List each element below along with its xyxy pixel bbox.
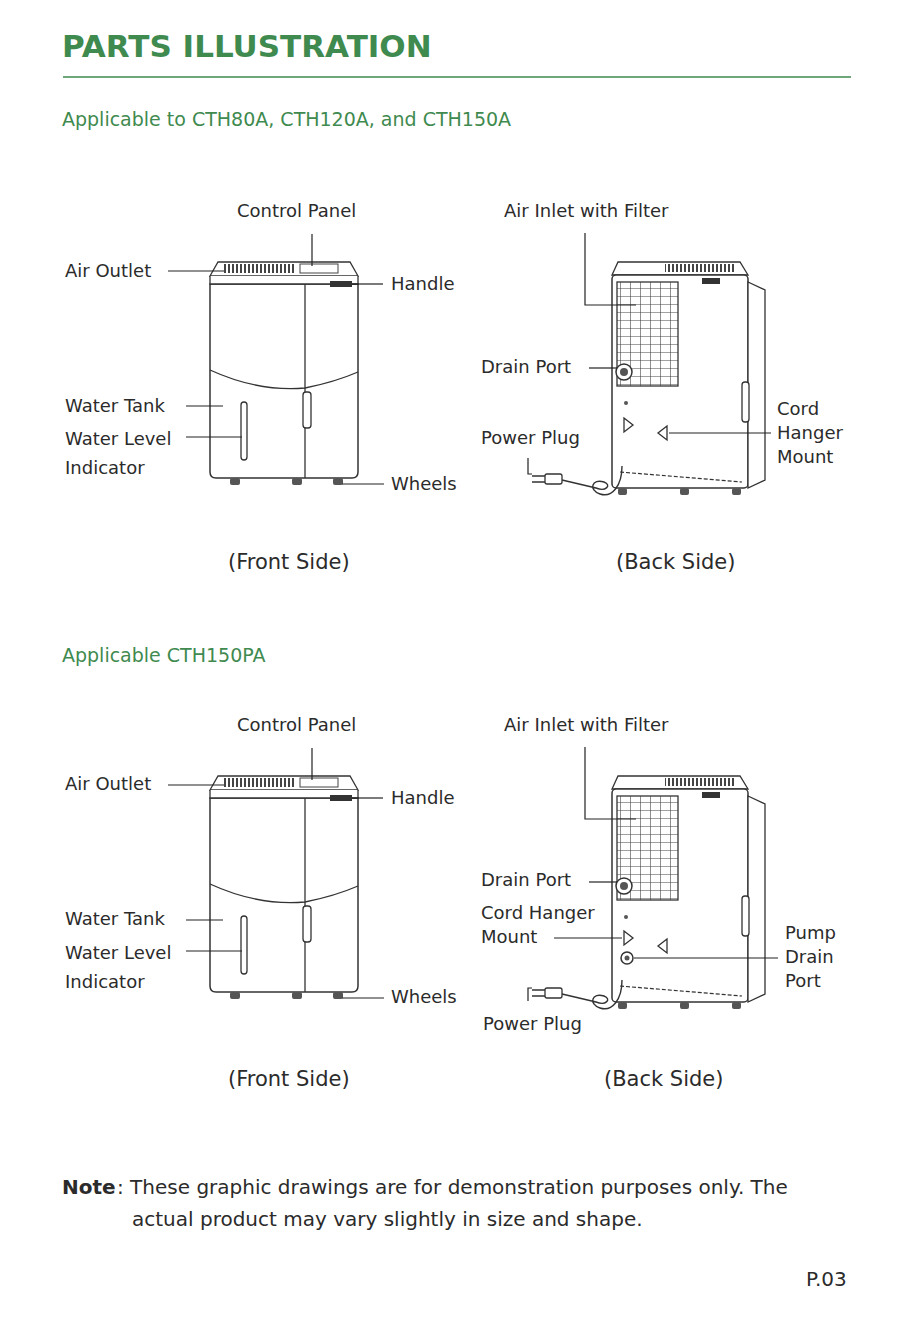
part-label: Cord Hanger Mount <box>777 397 877 469</box>
part-label: Air Outlet <box>65 259 151 283</box>
part-label: Power Plug <box>483 1012 582 1036</box>
note-text: : These graphic drawings are for demonst… <box>117 1171 852 1235</box>
part-label: Water Level Indicator <box>65 424 185 482</box>
model-heading: Applicable CTH150PA <box>62 642 266 668</box>
view-caption: (Back Side) <box>604 1065 723 1093</box>
part-label: Air Outlet <box>65 772 151 796</box>
part-label: Wheels <box>391 985 457 1009</box>
part-label: Water Tank <box>65 394 165 418</box>
part-label: Cord Hanger Mount <box>481 901 611 949</box>
part-label: Control Panel <box>237 199 356 223</box>
part-label: Air Inlet with Filter <box>504 199 669 223</box>
part-label: Air Inlet with Filter <box>504 713 669 737</box>
part-label: Pump Drain Port <box>785 921 865 993</box>
part-label: Control Panel <box>237 713 356 737</box>
view-caption: (Front Side) <box>228 1065 350 1093</box>
part-label: Handle <box>391 786 454 810</box>
view-caption: (Front Side) <box>228 548 350 576</box>
part-label: Drain Port <box>481 868 571 892</box>
part-label: Drain Port <box>481 355 571 379</box>
part-label: Power Plug <box>481 426 580 450</box>
page-number: P.03 <box>806 1265 847 1293</box>
part-label: Water Tank <box>65 907 165 931</box>
note-label: Note <box>62 1171 116 1203</box>
page-title: PARTS ILLUSTRATION <box>62 27 432 65</box>
view-caption: (Back Side) <box>616 548 735 576</box>
part-label: Water Level Indicator <box>65 938 185 996</box>
part-label: Handle <box>391 272 454 296</box>
model-heading: Applicable to CTH80A, CTH120A, and CTH15… <box>62 106 511 132</box>
part-label: Wheels <box>391 472 457 496</box>
